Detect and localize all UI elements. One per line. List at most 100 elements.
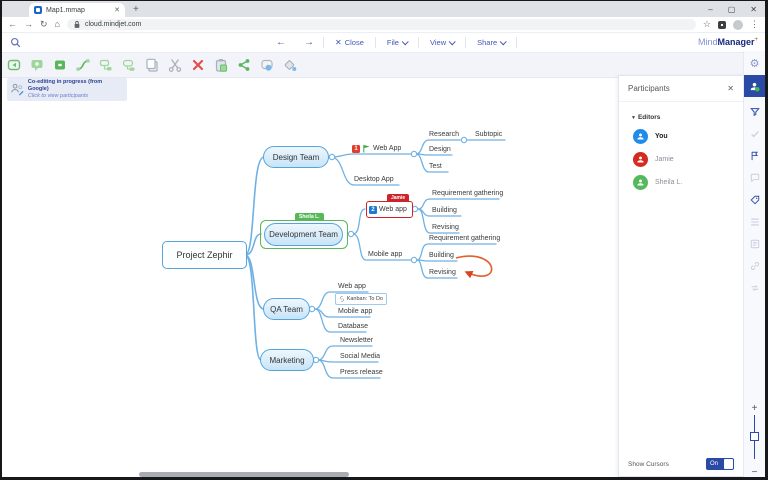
participants-rail-button[interactable] <box>744 75 765 97</box>
task-complete-icon[interactable] <box>744 125 765 143</box>
properties-icon[interactable] <box>744 235 765 253</box>
topic-social-media[interactable]: Social Media <box>340 353 381 360</box>
zoom-in-button[interactable]: + <box>751 402 758 414</box>
zoom-slider[interactable] <box>744 415 765 459</box>
map-forward-button[interactable]: → <box>304 37 314 48</box>
topic-root[interactable]: Project Zephir <box>162 241 247 269</box>
cut-icon[interactable] <box>168 58 182 72</box>
topic-test[interactable]: Test <box>429 163 442 170</box>
copy-icon[interactable] <box>145 58 159 72</box>
topic-requirement-gathering-1[interactable]: Requirement gathering <box>432 190 504 197</box>
view-menu[interactable]: View <box>419 38 465 47</box>
paste-icon[interactable] <box>214 58 228 72</box>
topic-mobile-app[interactable]: Mobile app <box>368 251 403 258</box>
address-bar[interactable]: cloud.mindjet.com <box>66 19 696 30</box>
avatar-jamie <box>633 152 648 167</box>
browser-toolbar: ← → ↻ ⌂ cloud.mindjet.com ☆ ⋮ <box>2 17 765 33</box>
zoom-slider-handle[interactable] <box>749 432 759 441</box>
participant-row-you[interactable]: You <box>619 125 743 148</box>
coediting-participants-icon <box>11 83 24 96</box>
new-tab-button[interactable]: + <box>133 4 139 15</box>
topic-qa-web-app[interactable]: Web app <box>338 283 366 290</box>
tags-icon[interactable] <box>744 191 765 209</box>
topic-newsletter[interactable]: Newsletter <box>340 337 374 344</box>
add-relationship-icon[interactable] <box>76 58 90 72</box>
topic-press-release[interactable]: Press release <box>340 369 383 376</box>
topic-design[interactable]: Design <box>429 146 451 153</box>
revisions-icon[interactable] <box>744 279 765 297</box>
comments-icon[interactable] <box>744 169 765 187</box>
browser-menu-icon[interactable]: ⋮ <box>750 19 759 29</box>
links-icon[interactable] <box>744 257 765 275</box>
flags-icon[interactable] <box>744 147 765 165</box>
topic-database[interactable]: Database <box>338 323 368 330</box>
extension-icon[interactable] <box>718 20 726 29</box>
topic-requirement-gathering-2[interactable]: Requirement gathering <box>429 235 501 242</box>
horizontal-scrollbar[interactable] <box>139 472 349 477</box>
add-topic-icon[interactable] <box>7 58 21 72</box>
bookmark-star-icon[interactable]: ☆ <box>702 19 711 29</box>
share-icon[interactable] <box>237 58 251 72</box>
insert-topic-before-icon[interactable] <box>99 58 113 72</box>
topic-subtopic[interactable]: Subtopic <box>475 131 503 138</box>
add-subtopic-icon[interactable] <box>53 58 67 72</box>
map-canvas[interactable]: Project Zephir Design Team Sheila L. Dev… <box>2 1 747 477</box>
browser-tab[interactable]: Map1.mmap ✕ <box>29 3 125 17</box>
participant-name: Sheila L. <box>655 179 683 186</box>
topic-design-team[interactable]: Design Team <box>263 146 329 168</box>
participant-row-jamie[interactable]: Jamie <box>619 148 743 171</box>
mindmanager-logo: MindManager+ <box>697 37 758 47</box>
topic-dev-web-app[interactable]: Jamie 2 Web app <box>366 194 413 218</box>
topic-desktop-app[interactable]: Desktop App <box>354 176 394 183</box>
show-cursors-toggle[interactable]: On <box>706 458 734 470</box>
priority-1-icon: 1 <box>352 144 360 153</box>
browser-profile-avatar[interactable] <box>733 19 743 30</box>
participant-name: Jamie <box>655 156 674 163</box>
add-boundary-icon[interactable] <box>260 58 274 72</box>
back-icon[interactable]: ← <box>8 19 17 29</box>
topic-revising-1[interactable]: Revising <box>432 224 459 231</box>
map-back-button[interactable]: ← <box>276 37 286 48</box>
topic-revising-2[interactable]: Revising <box>429 269 456 276</box>
zoom-out-button[interactable]: − <box>751 466 758 478</box>
editors-section-header[interactable]: ▼Editors <box>631 114 661 121</box>
window-maximize-button[interactable]: ▢ <box>727 4 736 14</box>
participant-row-sheila[interactable]: Sheila L. <box>619 171 743 194</box>
right-sidebar-rail: ⚙ + <box>743 51 765 477</box>
topic-research[interactable]: Research <box>429 131 459 138</box>
share-menu[interactable]: Share <box>466 38 516 47</box>
topic-development-team[interactable]: Development Team <box>264 223 343 246</box>
participants-panel: Participants ✕ ▼Editors You Jamie Sheila… <box>618 75 744 477</box>
coediting-banner[interactable]: Co-editing in progress (from Google) Cli… <box>7 78 127 101</box>
forward-icon[interactable]: → <box>24 19 33 29</box>
kanban-link-chip[interactable]: Kanban: To Do <box>335 293 387 305</box>
home-icon[interactable]: ⌂ <box>54 19 60 29</box>
topic-building-2[interactable]: Building <box>429 252 454 259</box>
delete-icon[interactable] <box>191 58 205 72</box>
outline-icon[interactable] <box>744 213 765 231</box>
tab-close-icon[interactable]: ✕ <box>114 7 120 14</box>
participants-icon <box>750 82 760 92</box>
search-icon[interactable] <box>10 37 21 48</box>
insert-topic-after-icon[interactable] <box>122 58 136 72</box>
relationship-arrow[interactable] <box>455 255 493 279</box>
panel-close-icon[interactable]: ✕ <box>727 84 734 93</box>
topic-marketing[interactable]: Marketing <box>260 349 314 371</box>
format-painter-icon[interactable] <box>283 58 297 72</box>
add-callout-icon[interactable] <box>30 58 44 72</box>
topic-web-app[interactable]: 1 Web App <box>352 144 401 153</box>
editor-tag-sheila: Sheila L. <box>295 213 324 221</box>
topic-building-1[interactable]: Building <box>432 207 457 214</box>
window-close-button[interactable]: ✕ <box>750 4 757 14</box>
settings-icon[interactable]: ⚙ <box>749 57 760 70</box>
close-map-button[interactable]: ✕Close <box>335 38 364 47</box>
branch-lines <box>244 136 506 379</box>
topic-qa-team[interactable]: QA Team <box>263 298 310 320</box>
window-minimize-button[interactable]: – <box>708 4 713 14</box>
topic-qa-mobile-app[interactable]: Mobile app <box>338 308 373 315</box>
filter-icon[interactable] <box>744 103 765 121</box>
reload-icon[interactable]: ↻ <box>40 19 48 29</box>
mindmanager-favicon-icon <box>34 6 42 14</box>
file-menu[interactable]: File <box>376 38 418 47</box>
banner-title: Co-editing in progress (from Google) <box>27 79 103 92</box>
